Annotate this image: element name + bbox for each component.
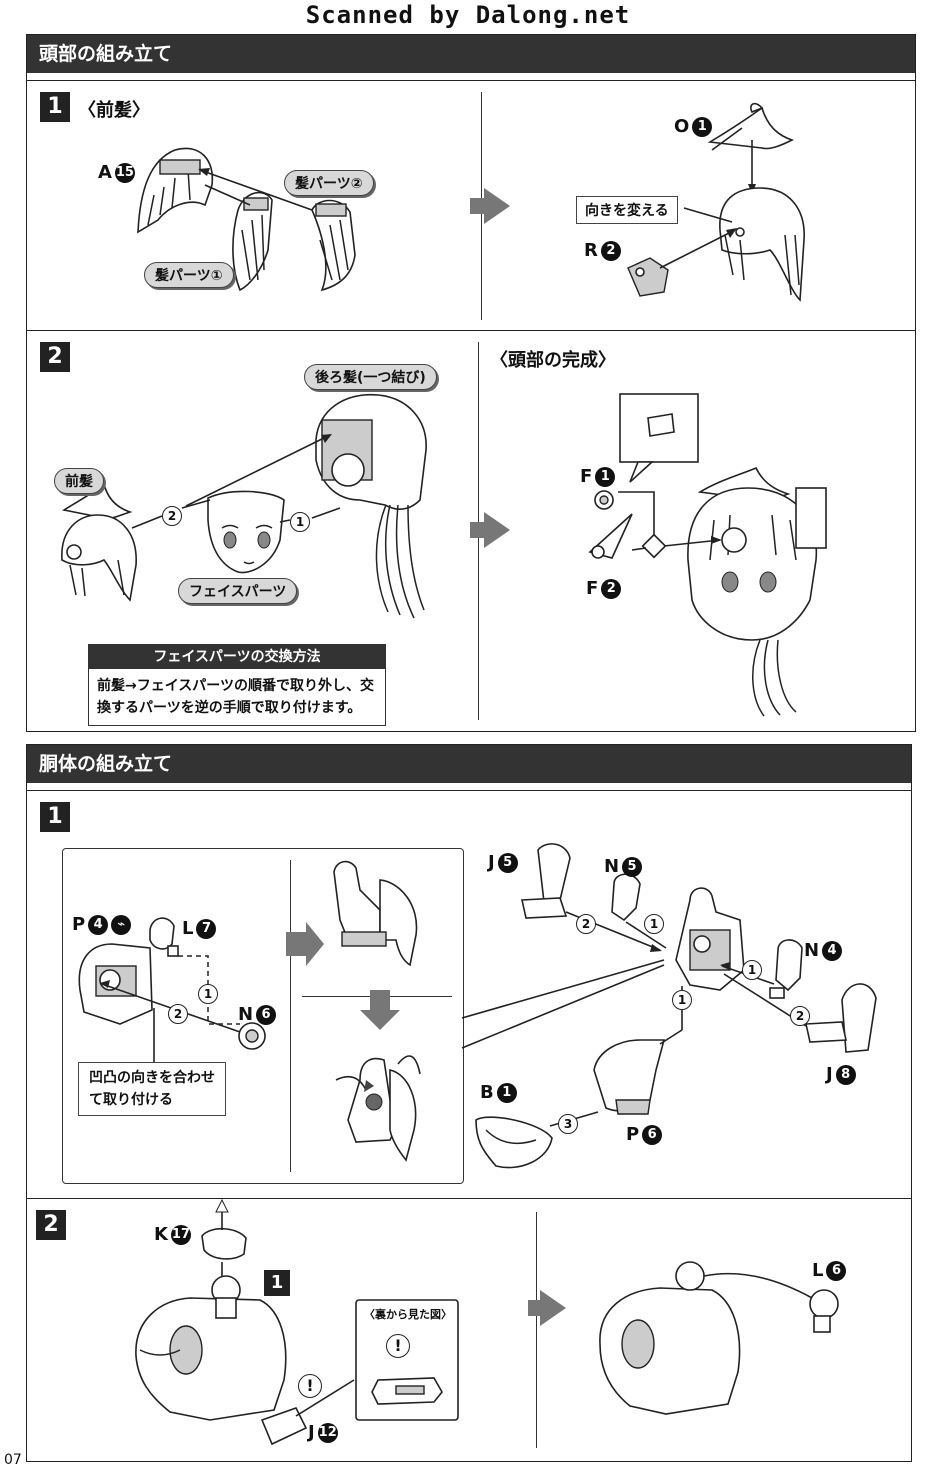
alignment-note-line1: 凹凸の向きを合わせ (89, 1070, 215, 1086)
head-step2-number: 2 (40, 342, 70, 372)
head-section-title: 頭部の組み立て (27, 35, 915, 73)
next-arrow-head-step2 (470, 512, 510, 548)
torso-step2-number: 2 (36, 1210, 66, 1240)
head-section: 頭部の組み立て (26, 34, 916, 732)
torso-section-title: 胴体の組み立て (27, 745, 911, 783)
scan-credit: Scanned by Dalong.net (305, 1, 631, 29)
face-swap-note-title: フェイスパーツの交換方法 (89, 645, 385, 669)
torso-order-3-b1: 3 (558, 1114, 578, 1134)
order-2-marker: 2 (162, 506, 182, 526)
torso-step1-detail-box (62, 848, 464, 1184)
back-hair-label: 後ろ髪(一つ結び) (304, 364, 437, 390)
back-view-title: 〈裏から見た図〉 (364, 1308, 452, 1321)
torso-step2-divider (536, 1212, 537, 1448)
torso-order-2-j8: 2 (790, 1006, 810, 1026)
head-step1-number: 1 (40, 92, 70, 122)
torso-order-1-p6: 1 (672, 990, 692, 1010)
face-parts-label: フェイスパーツ (178, 578, 298, 604)
face-swap-note-line1: 前髪→フェイスパーツの順番で取り外し、交 (97, 678, 375, 694)
head-step1-title: 〈前髪〉 (78, 100, 150, 121)
gate-cut-icon: ⌁ (111, 914, 132, 935)
detail-box-divider (290, 860, 291, 1172)
warning-icon: ! (386, 1334, 410, 1358)
order-1-marker: 1 (290, 512, 310, 532)
hair-part2-label: 髪パーツ② (284, 170, 374, 196)
torso-step1-number: 1 (40, 802, 70, 832)
alignment-note: 凹凸の向きを合わせ て取り付ける (78, 1062, 226, 1116)
front-hair-label: 前髪 (54, 468, 104, 494)
torso-step1-illustration (78, 843, 877, 1169)
next-arrow-head-step1 (470, 188, 510, 224)
torso-step1-panel (26, 790, 912, 1200)
torso-order-2-left: 2 (168, 1004, 188, 1024)
torso-order-1-n5: 1 (644, 914, 664, 934)
face-swap-note-line2: 換するパーツを逆の手順で取り付けます。 (97, 700, 362, 716)
page-number: 07 (4, 1452, 22, 1468)
face-swap-note: フェイスパーツの交換方法 前髪→フェイスパーツの順番で取り外し、交 換するパーツ… (88, 644, 386, 726)
head-complete-title: 〈頭部の完成〉 (490, 350, 616, 371)
torso-order-1-left: 1 (198, 984, 218, 1004)
torso-order-1-n4: 1 (742, 960, 762, 980)
ref-step-1-badge: 1 (264, 1270, 290, 1296)
alignment-note-line2: て取り付ける (89, 1092, 173, 1108)
front-hair-assembly-illustration (137, 102, 805, 302)
head-assembly-illustration (61, 393, 827, 717)
torso-order-2-j5: 2 (576, 914, 596, 934)
next-arrow-torso-step2 (528, 1290, 566, 1326)
hair-part1-label: 髪パーツ① (144, 262, 234, 288)
warning-icon: ! (298, 1374, 322, 1398)
change-direction-label: 向きを変える (576, 196, 678, 224)
